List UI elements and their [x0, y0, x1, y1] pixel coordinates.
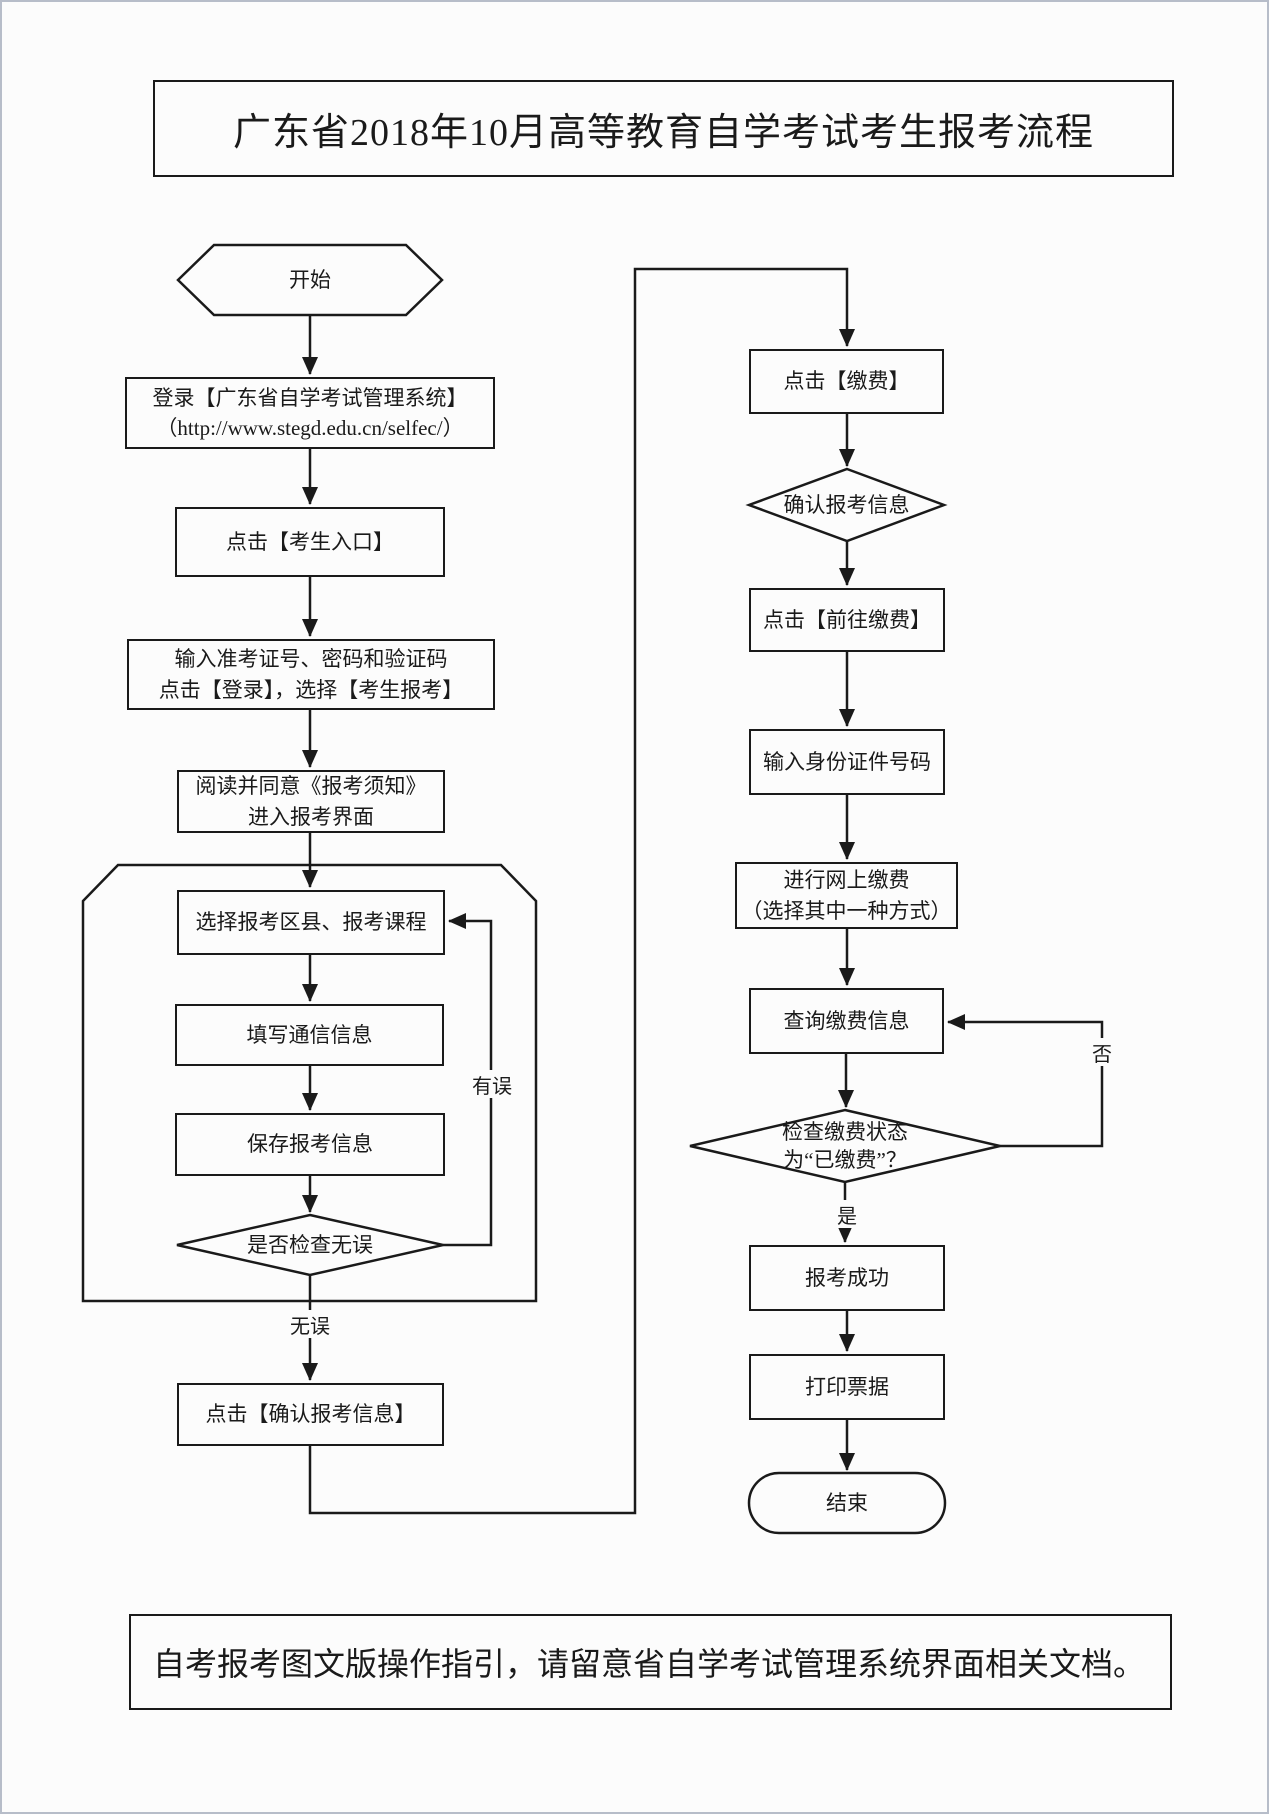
node-select-courses: 选择报考区县、报考课程: [177, 890, 445, 955]
node-enter-id: 输入身份证件号码: [749, 729, 945, 795]
node-confirm-info: 点击【确认报考信息】: [177, 1383, 444, 1446]
label-has-error: 有误: [462, 1070, 522, 1098]
title-box: 广东省2018年10月高等教育自学考试考生报考流程: [153, 80, 1174, 177]
node-goto-pay: 点击【前往缴费】: [749, 588, 945, 652]
footer-note: 自考报考图文版操作指引，请留意省自学考试管理系统界面相关文档。: [153, 1646, 1146, 1682]
node-confirm-pay-decision: 确认报考信息: [783, 492, 910, 517]
node-check-pay-status: 检查缴费状态 为“已缴费”？: [782, 1119, 908, 1172]
label-no-error: 无误: [280, 1310, 340, 1338]
node-save-info: 保存报考信息: [175, 1113, 445, 1176]
node-login: 登录【广东省自学考试管理系统】 （http://www.stegd.edu.cn…: [125, 377, 495, 449]
node-online-pay: 进行网上缴费 （选择其中一种方式）: [735, 862, 958, 929]
footer-note-box: 自考报考图文版操作指引，请留意省自学考试管理系统界面相关文档。: [129, 1614, 1172, 1710]
node-check-decision: 是否检查无误: [247, 1232, 373, 1257]
node-enter-credentials: 输入准考证号、密码和验证码 点击【登录】，选择【考生报考】: [127, 639, 495, 710]
node-success: 报考成功: [749, 1245, 945, 1311]
node-end: 结束: [826, 1490, 868, 1515]
node-click-pay: 点击【缴费】: [749, 349, 944, 414]
node-candidate-entry: 点击【考生入口】: [175, 507, 445, 577]
label-no: 否: [1082, 1038, 1122, 1066]
node-read-notice: 阅读并同意《报考须知》 进入报考界面: [177, 770, 445, 833]
node-fill-contact: 填写通信信息: [175, 1004, 444, 1066]
node-start: 开始: [289, 267, 331, 292]
node-print-receipt: 打印票据: [749, 1354, 945, 1420]
label-yes: 是: [827, 1200, 867, 1228]
page-title: 广东省2018年10月高等教育自学考试考生报考流程: [232, 112, 1094, 154]
node-query-pay: 查询缴费信息: [749, 988, 944, 1054]
